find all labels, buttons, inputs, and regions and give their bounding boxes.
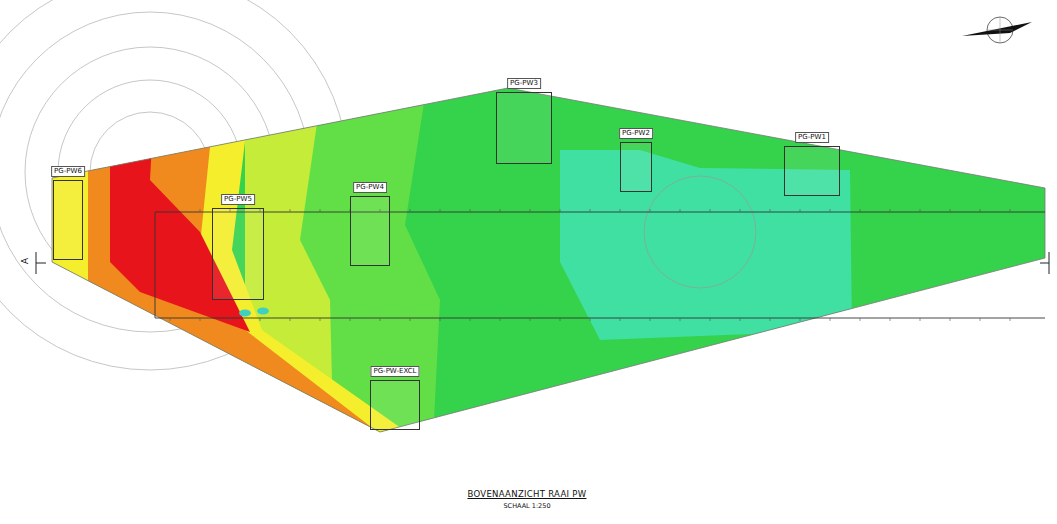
point-group-box: PG-PW5: [212, 208, 264, 300]
point-group-label: PG-PW5: [221, 194, 255, 205]
drawing-title: BOVENAANZICHT RAAI PW: [467, 489, 586, 499]
point-group-label: PG-PW2: [619, 128, 653, 139]
point-group-box: PG-PW6: [53, 180, 83, 260]
north-arrow: [962, 17, 1032, 43]
point-group-box: PG-PW3: [496, 92, 552, 164]
scale-note: SCHAAL 1:250: [503, 502, 550, 510]
measure-ticks: [170, 209, 1010, 321]
point-group-box: PG-PW1: [784, 146, 840, 196]
point-group-box: PG-PW4: [350, 196, 390, 266]
point-group-box: PG-PW2: [620, 142, 652, 192]
point-group-label: PG-PW6: [51, 166, 85, 177]
point-group-label: PG-PW4: [353, 182, 387, 193]
section-marker: [36, 252, 1049, 274]
section-letter: A: [20, 258, 30, 264]
point-group-label: PG-PW-EXCL: [370, 366, 419, 377]
point-group-label: PG-PW3: [507, 78, 541, 89]
section-band: [155, 212, 1045, 318]
point-group-label: PG-PW1: [795, 132, 829, 143]
point-group-box: PG-PW-EXCL: [370, 380, 420, 430]
